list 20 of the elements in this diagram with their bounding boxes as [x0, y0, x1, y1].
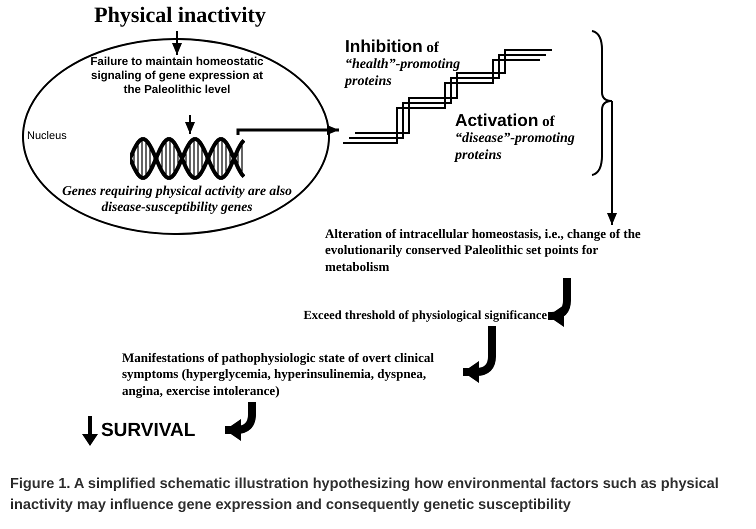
process-text: Exceed threshold of physiological significance	[302, 308, 547, 323]
arrow	[185, 115, 195, 134]
heading-text: Physical inactivity	[93, 2, 267, 28]
body-text: “disease”-promoting proteins	[455, 131, 576, 165]
arrow	[225, 402, 256, 441]
process-text: Alteration of intracellular homeostasis, i.e., change of the evolutionarily conserved Paleolithic set points for metabolism	[325, 226, 642, 275]
arrow	[607, 101, 617, 225]
arrow	[236, 125, 339, 135]
arrow	[172, 31, 182, 55]
note-text: Genes requiring physical activity are also disease-susceptibility genes	[61, 183, 293, 216]
arrow	[463, 326, 496, 383]
heading-text: Inhibition of	[345, 36, 440, 57]
arrow	[547, 278, 571, 327]
body-text: “health”-promoting proteins	[345, 57, 462, 91]
process-text: Failure to maintain homeostatic signaling of gene expression at the Paleolithic level	[89, 56, 265, 98]
heading-text: Activation of	[455, 110, 556, 131]
outcome-text: SURVIVAL	[101, 420, 196, 442]
process-text: Manifestations of pathophysiologic state of overt clinical symptoms (hyperglycemia, hyperinsulinemia, dyspnea, angina, exercise intolerance)	[122, 350, 435, 399]
nucleus-label: Nucleus	[27, 130, 68, 144]
figure-caption: Figure 1. A simplified schematic illustration hypothesizing how environmental factors such as physical inactivity may influence gene expression and consequently genetic susceptibility	[10, 475, 720, 516]
